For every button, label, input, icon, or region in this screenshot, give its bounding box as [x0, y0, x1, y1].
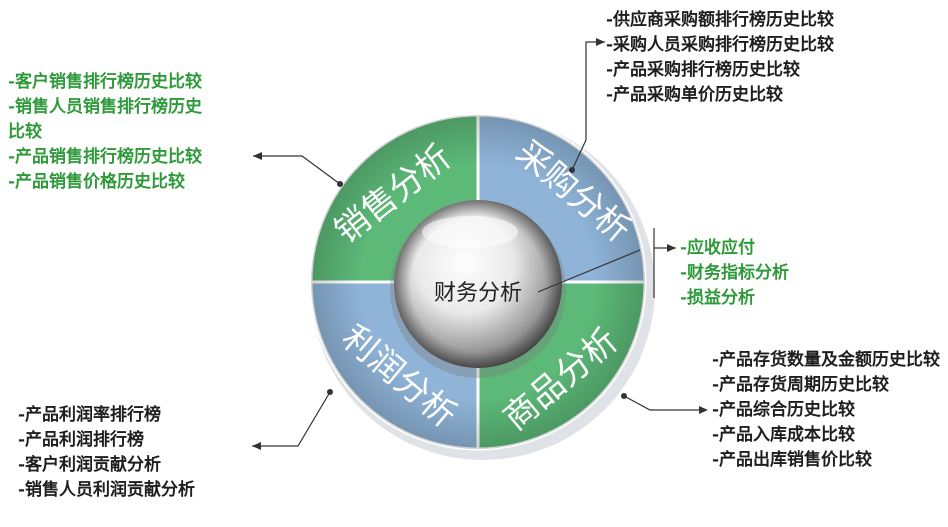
connector-profit [252, 389, 333, 450]
list-item: -损益分析 [680, 288, 756, 308]
list-item: -产品销售价格历史比较 [8, 172, 186, 192]
connector-finance [537, 228, 676, 298]
hub-highlight [422, 216, 518, 248]
list-item: -应收应付 [680, 238, 756, 258]
connector-purchase [569, 38, 605, 173]
connector-goods [621, 393, 708, 414]
list-item: -产品入库成本比较 [712, 425, 856, 445]
list-item: -产品销售排行榜历史比较 [8, 147, 203, 167]
connector-sales [253, 152, 343, 187]
center-label: 财务分析 [434, 281, 522, 306]
list-item: -销售人员销售排行榜历史比较 [8, 97, 203, 142]
list-item: -产品出库销售价比较 [712, 450, 873, 470]
list-item: -产品利润排行榜 [18, 430, 145, 450]
list-item: -产品综合历史比较 [712, 400, 856, 420]
list-item: -供应商采购额排行榜历史比较 [606, 10, 835, 30]
list-item: -产品存货数量及金额历史比较 [712, 350, 941, 370]
list-item: -客户利润贡献分析 [18, 455, 162, 475]
list-item: -采购人员采购排行榜历史比较 [606, 35, 835, 55]
list-item: -财务指标分析 [680, 263, 790, 283]
list-item: -产品采购排行榜历史比较 [606, 60, 801, 80]
finance-list: -应收应付 -财务指标分析 -损益分析 [680, 236, 830, 311]
profit-list: -产品利润率排行榜 -产品利润排行榜 -客户利润贡献分析 -销售人员利润贡献分析 [18, 403, 253, 503]
list-item: -产品存货周期历史比较 [712, 375, 890, 395]
list-item: -产品利润率排行榜 [18, 405, 162, 425]
list-item: -客户销售排行榜历史比较 [8, 72, 203, 92]
goods-list: -产品存货数量及金额历史比较 -产品存货周期历史比较 -产品综合历史比较 -产品… [712, 348, 944, 473]
list-item: -产品采购单价历史比较 [606, 85, 784, 105]
purchase-list: -供应商采购额排行榜历史比较 -采购人员采购排行榜历史比较 -产品采购排行榜历史… [606, 8, 851, 108]
list-item: -销售人员利润贡献分析 [18, 480, 196, 500]
sales-list: -客户销售排行榜历史比较 -销售人员销售排行榜历史比较 -产品销售排行榜历史比较… [8, 70, 218, 195]
